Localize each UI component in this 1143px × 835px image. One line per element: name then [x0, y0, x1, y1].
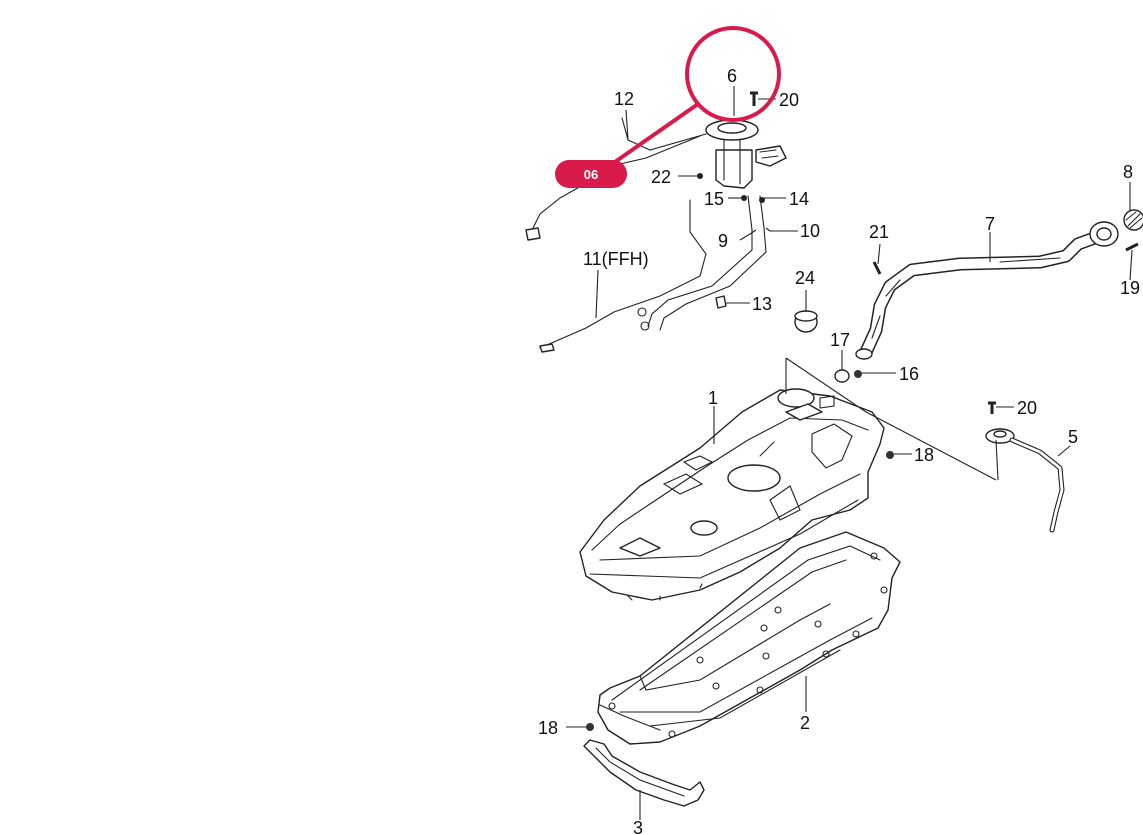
part-13-clip[interactable]: [715, 295, 727, 309]
callout-6[interactable]: 6: [727, 66, 737, 86]
highlight-connector: [610, 102, 700, 166]
callout-8[interactable]: 8: [1123, 162, 1133, 182]
callout-11-ffh[interactable]: 11(FFH): [583, 249, 649, 269]
highlight-overlay: 06: [555, 26, 781, 188]
callout-22[interactable]: 22: [651, 167, 671, 187]
callout-9[interactable]: 9: [718, 231, 728, 251]
part-5-sender-unit[interactable]: [985, 428, 1065, 533]
part-20-bolt-upper[interactable]: [750, 91, 758, 106]
callout-12[interactable]: 12: [614, 89, 634, 109]
part-14-clamp[interactable]: [759, 197, 765, 203]
part-11-ffh-harness[interactable]: [539, 199, 707, 353]
part-9-fuel-tube[interactable]: [640, 195, 753, 331]
callout-24[interactable]: 24: [795, 268, 815, 288]
part-18-nut-lower[interactable]: [586, 723, 594, 731]
callout-16[interactable]: 16: [899, 364, 919, 384]
callout-7[interactable]: 7: [985, 214, 995, 234]
callout-10[interactable]: 10: [800, 221, 820, 241]
part-2-skid-plate[interactable]: [597, 531, 901, 745]
callout-15[interactable]: 15: [704, 189, 724, 209]
callout-14[interactable]: 14: [789, 189, 809, 209]
callout-20-lower[interactable]: 20: [1017, 398, 1037, 418]
part-1-fuel-tank[interactable]: [579, 388, 885, 601]
highlight-circle: [685, 26, 781, 122]
callout-1[interactable]: 1: [708, 388, 718, 408]
part-24-grommet[interactable]: [794, 310, 818, 333]
callout-21[interactable]: 21: [869, 222, 889, 242]
part-19-screw[interactable]: [1125, 242, 1139, 252]
callout-3[interactable]: 3: [633, 818, 643, 835]
part-3-strap[interactable]: [583, 739, 705, 807]
part-21-bolt[interactable]: [872, 261, 882, 275]
part-7-filler-neck[interactable]: [855, 221, 1119, 360]
leader-lines: [566, 86, 1133, 820]
callout-18-lower[interactable]: 18: [538, 718, 558, 738]
part-20-bolt-lower[interactable]: [988, 401, 996, 414]
callout-17[interactable]: 17: [830, 330, 850, 350]
part-17-clamp[interactable]: [834, 369, 850, 383]
highlight-badge[interactable]: 06: [555, 160, 627, 188]
highlight-badge-label: 06: [584, 167, 598, 182]
part-10-fuel-tube[interactable]: [637, 195, 767, 331]
part-6-fuel-pump-module[interactable]: [705, 119, 787, 189]
callout-19[interactable]: 19: [1120, 278, 1140, 298]
callout-5[interactable]: 5: [1068, 427, 1078, 447]
callout-20-upper[interactable]: 20: [779, 90, 799, 110]
callout-2[interactable]: 2: [800, 713, 810, 733]
part-8-fuel-cap[interactable]: [1123, 209, 1143, 231]
callout-18-upper[interactable]: 18: [914, 445, 934, 465]
callout-13[interactable]: 13: [752, 294, 772, 314]
part-16-clamp[interactable]: [854, 370, 862, 378]
callout-labels: 1 2 3 5 6 7 8 9 10 11(FFH) 12 13 14 15 1…: [538, 66, 1140, 835]
part-22-clamp[interactable]: [697, 173, 703, 179]
part-18-nut-upper[interactable]: [886, 451, 894, 459]
